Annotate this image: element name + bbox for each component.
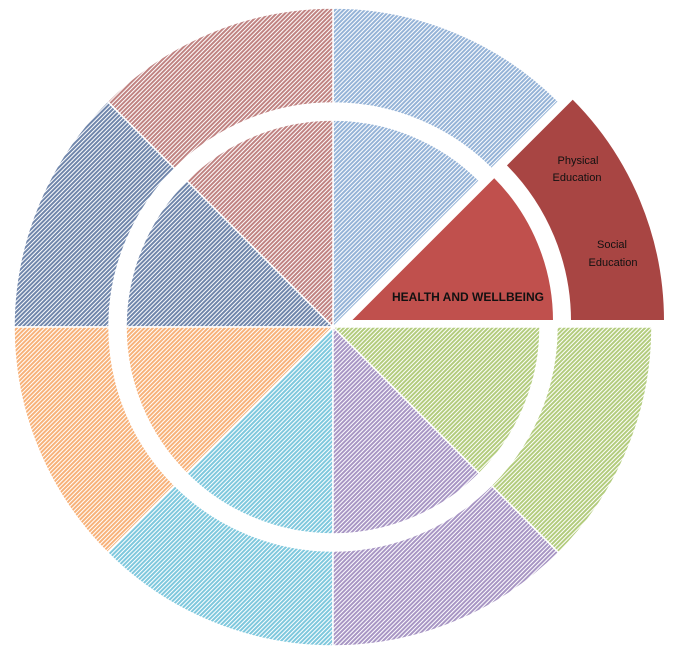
segment-blue-inner: [332, 119, 481, 329]
ring-label-physical-education: Education: [553, 172, 602, 184]
segment-green-outer: [490, 326, 653, 554]
ring-label-physical: Physical: [558, 155, 599, 167]
ring-label-social: Social: [597, 239, 627, 251]
segment-purple-inner: [332, 325, 481, 535]
segment-cyan-inner: [185, 325, 334, 535]
highlight-label: HEALTH AND WELLBEING: [392, 290, 544, 304]
segment-red-inner: [185, 119, 334, 329]
segment-green-inner: [331, 326, 541, 475]
ring-label-social-education: Education: [589, 257, 638, 269]
segment-health-and-wellbeing-inner: [347, 175, 556, 322]
segment-orange-inner: [125, 326, 335, 475]
segment-dark-blue-inner: [125, 179, 335, 328]
segment-health-and-wellbeing-outer: [504, 96, 667, 322]
